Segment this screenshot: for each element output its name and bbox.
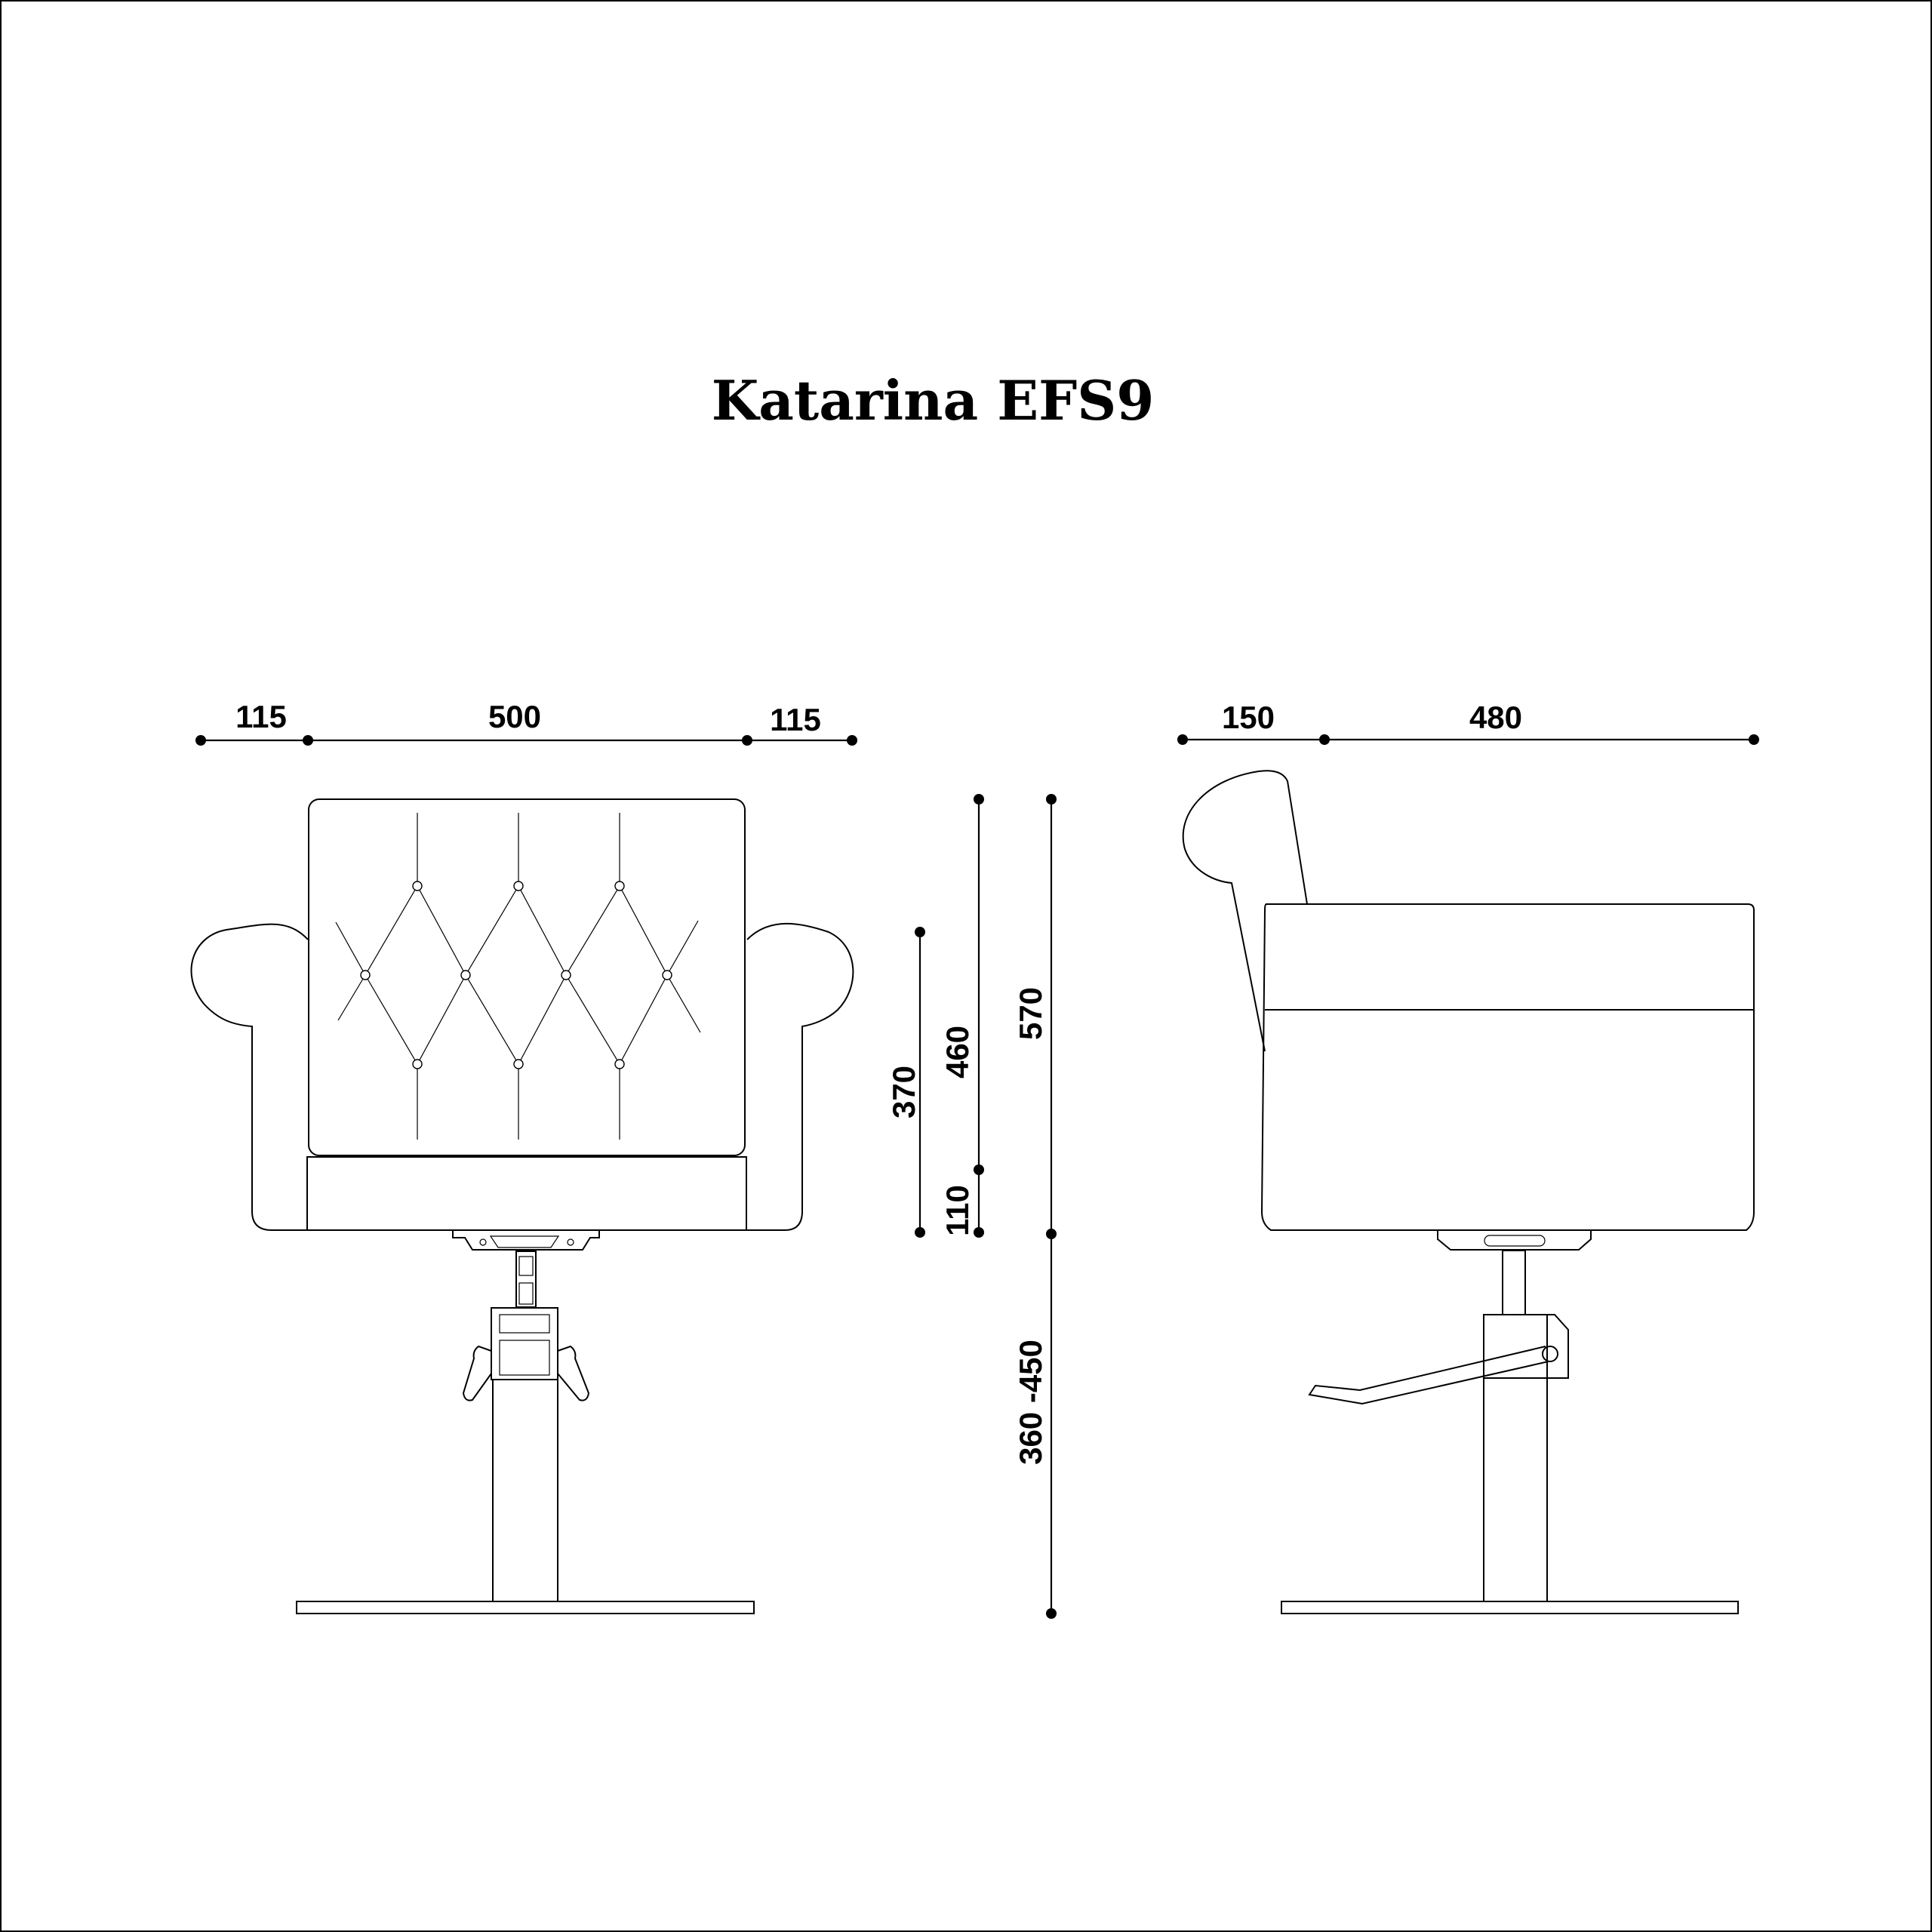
dim-arm-depth: 150	[1222, 700, 1275, 735]
front-seat-bracket	[452, 1230, 600, 1251]
front-base-plate	[296, 1601, 755, 1614]
dim-back-height: 460	[940, 1026, 975, 1078]
front-right-armrest	[746, 922, 854, 1231]
side-main-column	[1483, 1377, 1548, 1602]
dim-seat-cushion-height: 110	[940, 1185, 975, 1236]
front-view: 115 500 115	[190, 699, 857, 1614]
dim-armrest-right-width: 115	[770, 702, 821, 737]
dim-base-height-range: 360 -450	[1013, 1340, 1048, 1465]
height-dimensions: 370 460 110 570 360 -450	[886, 794, 1057, 1619]
front-tufting-pattern	[335, 813, 701, 1140]
side-depth-dimension: 150 480	[1177, 700, 1759, 745]
front-backrest	[308, 798, 746, 1156]
dim-armrest-height: 370	[886, 1066, 921, 1118]
drawing-title: Katarina EFS9	[712, 368, 1155, 432]
dim-total-chair-height: 570	[1013, 987, 1048, 1040]
side-seat-bracket	[1437, 1230, 1592, 1251]
front-seat-cushion	[306, 1156, 747, 1231]
side-chair-body	[1260, 903, 1755, 1231]
side-base-plate	[1281, 1601, 1739, 1614]
side-piston-column	[1502, 1250, 1526, 1315]
front-pedal-brackets	[462, 1345, 590, 1401]
side-armrest	[1182, 770, 1308, 1052]
side-foot-pedal	[1308, 1346, 1549, 1405]
side-view: 150 480	[1177, 700, 1759, 1614]
front-width-dimension: 115 500 115	[195, 699, 857, 746]
dim-seat-width: 500	[488, 699, 541, 734]
dim-seat-depth: 480	[1469, 700, 1522, 735]
front-pump-housing	[491, 1307, 558, 1380]
side-pump-housing	[1483, 1314, 1569, 1379]
dim-armrest-left-width: 115	[235, 699, 287, 734]
front-piston-column	[515, 1251, 537, 1308]
front-main-column	[492, 1379, 558, 1602]
front-left-armrest	[190, 923, 309, 1231]
